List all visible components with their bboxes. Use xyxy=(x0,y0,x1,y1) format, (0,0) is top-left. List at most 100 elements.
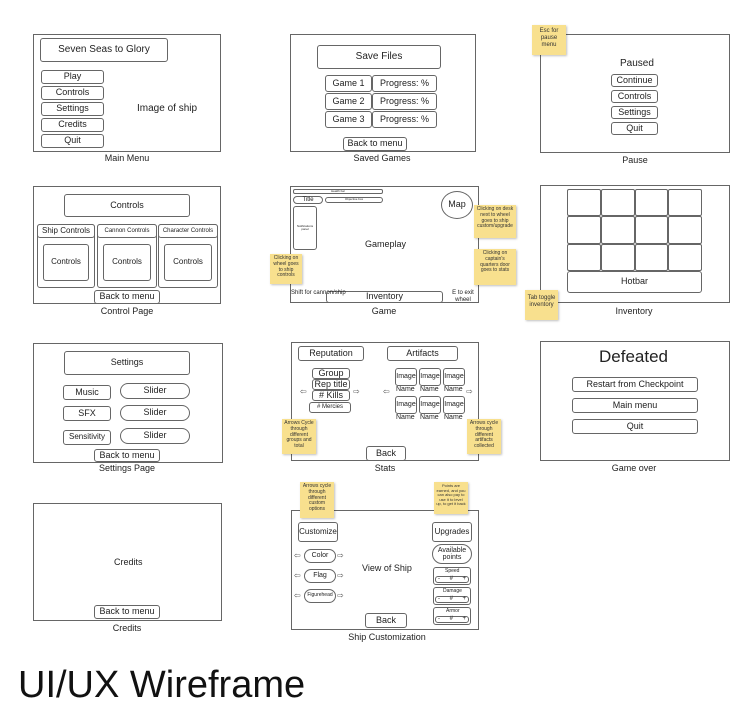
game-3-progress: Progress: % xyxy=(372,111,437,128)
flag-option[interactable]: Flag xyxy=(304,569,336,583)
artifact-next-arrow-icon[interactable]: ⇨ xyxy=(466,387,473,396)
cannon-controls-header: Cannon Controls xyxy=(97,224,157,238)
artifacts-tab[interactable]: Artifacts xyxy=(387,346,458,361)
artifact-prev-arrow-icon[interactable]: ⇦ xyxy=(383,387,390,396)
pause-settings-button[interactable]: Settings xyxy=(611,106,658,119)
group-prev-arrow-icon[interactable]: ⇦ xyxy=(300,387,307,396)
controls-title: Controls xyxy=(64,194,190,217)
inventory-bar[interactable]: Inventory xyxy=(326,291,443,303)
speed-stepper[interactable]: - # + xyxy=(435,576,469,583)
inventory-slot[interactable] xyxy=(567,189,601,217)
artifact-name: Name xyxy=(396,386,415,393)
sfx-slider[interactable]: Slider xyxy=(120,405,190,421)
stats-back-button[interactable]: Back xyxy=(366,446,406,461)
damage-stepper[interactable]: - # + xyxy=(435,596,469,603)
exit-wheel-label: E to exit wheel xyxy=(452,290,474,303)
damage-label: Damage xyxy=(443,588,462,594)
group-next-arrow-icon[interactable]: ⇨ xyxy=(353,387,360,396)
inventory-slot[interactable] xyxy=(634,216,669,244)
shift-label: Shift for cannon/ship xyxy=(291,290,346,296)
defeated-title: Defeated xyxy=(599,347,668,366)
custom-note-points: Points are earned, and you can also pay … xyxy=(434,482,468,514)
character-controls-header: Character Controls xyxy=(158,224,218,238)
credits-caption: Credits xyxy=(112,623,142,633)
game-2-slot[interactable]: Game 2 xyxy=(325,93,372,110)
pause-controls-button[interactable]: Controls xyxy=(611,90,658,103)
artifact-image: Image xyxy=(419,396,441,414)
pause-sticky-note: Esc for pause menu xyxy=(532,25,566,55)
game-over-main-menu-button[interactable]: Main menu xyxy=(572,398,698,413)
inventory-slot[interactable] xyxy=(600,189,635,217)
credits-back-button[interactable]: Back to menu xyxy=(94,605,160,619)
figurehead-next-arrow-icon[interactable]: ⇨ xyxy=(337,591,344,600)
inventory-slot[interactable] xyxy=(567,243,601,271)
artifact-name: Name xyxy=(420,414,439,421)
flag-prev-arrow-icon[interactable]: ⇦ xyxy=(294,571,301,580)
sensitivity-slider[interactable]: Slider xyxy=(120,428,190,444)
figurehead-option[interactable]: Figurehead xyxy=(304,589,336,603)
restart-checkpoint-button[interactable]: Restart from Checkpoint xyxy=(572,377,698,392)
character-controls-inner: Controls xyxy=(164,244,212,281)
game-over-quit-button[interactable]: Quit xyxy=(572,419,698,434)
inventory-slot[interactable] xyxy=(668,216,702,244)
speed-minus[interactable]: - xyxy=(438,576,440,583)
inventory-slot[interactable] xyxy=(668,243,702,271)
inventory-slot[interactable] xyxy=(668,189,702,217)
artifact-image: Image xyxy=(395,368,417,386)
hotbar[interactable]: Hotbar xyxy=(567,271,702,293)
play-button[interactable]: Play xyxy=(41,70,104,84)
stats-note-artifacts: Arrows cycle through different artifacts… xyxy=(467,419,501,454)
inventory-slot[interactable] xyxy=(634,243,669,271)
speed-label: Speed xyxy=(445,568,460,574)
artifact-image: Image xyxy=(443,396,465,414)
speed-value: # xyxy=(449,576,453,583)
game-3-slot[interactable]: Game 3 xyxy=(325,111,372,128)
control-page-caption: Control Page xyxy=(100,306,154,316)
game-caption: Game xyxy=(371,306,397,316)
color-next-arrow-icon[interactable]: ⇨ xyxy=(337,551,344,560)
game-1-progress: Progress: % xyxy=(372,75,437,92)
armor-plus[interactable]: + xyxy=(462,616,466,623)
armor-stepper[interactable]: - # + xyxy=(435,616,469,623)
inventory-caption: Inventory xyxy=(615,306,653,316)
notifications-panel: Notifications panel xyxy=(293,206,317,250)
credits-label: Credits xyxy=(114,557,143,567)
artifact-image: Image xyxy=(419,368,441,386)
inventory-sticky-note: Tab toggle inventory xyxy=(525,290,558,320)
armor-minus[interactable]: - xyxy=(438,616,440,623)
sfx-label: SFX xyxy=(63,406,111,421)
controls-back-button[interactable]: Back to menu xyxy=(94,290,160,304)
damage-minus[interactable]: - xyxy=(438,596,440,603)
damage-value: # xyxy=(449,596,453,603)
music-slider[interactable]: Slider xyxy=(120,383,190,399)
stats-caption: Stats xyxy=(374,463,396,473)
save-files-title: Save Files xyxy=(317,45,441,69)
inventory-slot[interactable] xyxy=(600,243,635,271)
credits-button[interactable]: Credits xyxy=(41,118,104,132)
controls-button[interactable]: Controls xyxy=(41,86,104,100)
color-prev-arrow-icon[interactable]: ⇦ xyxy=(294,551,301,560)
credits-frame xyxy=(33,503,222,621)
artifact-name: Name xyxy=(444,414,463,421)
pause-quit-button[interactable]: Quit xyxy=(611,122,658,135)
game-note-wheel: Clicking on wheel goes to ship controls xyxy=(270,254,302,284)
settings-button[interactable]: Settings xyxy=(41,102,104,116)
game-1-slot[interactable]: Game 1 xyxy=(325,75,372,92)
quit-button[interactable]: Quit xyxy=(41,134,104,148)
color-option[interactable]: Color xyxy=(304,549,336,563)
saved-back-button[interactable]: Back to menu xyxy=(343,137,407,151)
figurehead-prev-arrow-icon[interactable]: ⇦ xyxy=(294,591,301,600)
continue-button[interactable]: Continue xyxy=(611,74,658,87)
inventory-slot[interactable] xyxy=(634,189,669,217)
inventory-slot[interactable] xyxy=(567,216,601,244)
reputation-tab[interactable]: Reputation xyxy=(298,346,364,361)
ship-custom-caption: Ship Customization xyxy=(348,632,426,642)
flag-next-arrow-icon[interactable]: ⇨ xyxy=(337,571,344,580)
custom-back-button[interactable]: Back xyxy=(365,613,407,628)
inventory-slot[interactable] xyxy=(600,216,635,244)
speed-plus[interactable]: + xyxy=(462,576,466,583)
custom-note-options: Arrows cycle through different custom op… xyxy=(300,482,334,518)
settings-back-button[interactable]: Back to menu xyxy=(94,449,160,462)
map-button[interactable]: Map xyxy=(441,191,473,219)
damage-plus[interactable]: + xyxy=(462,596,466,603)
